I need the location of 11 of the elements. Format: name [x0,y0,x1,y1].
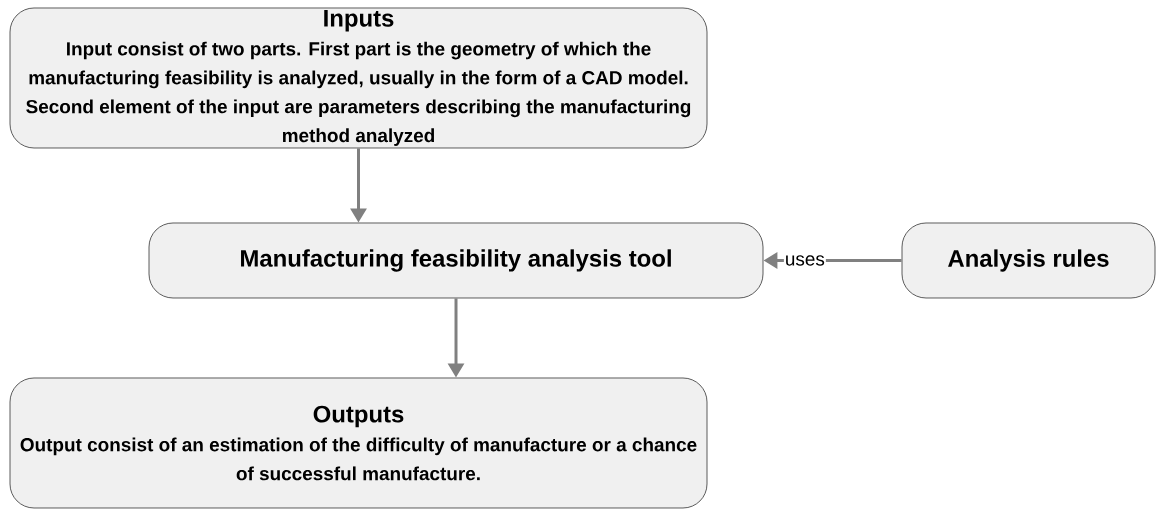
box-title: Analysis rules [948,249,1109,272]
box-title: Manufacturing feasibility analysis tool [241,249,671,272]
description-text: Input consist of two parts. First part is the geometry of which the manufacturing feasibility is analyzed, usually in the form of a CAD model. Second element of the input are parameters describing the manufacturing method analyzed [26,41,691,146]
process-box [148,222,764,299]
box-title: Inputs [324,10,394,32]
description-text: Output consist of an estimation of the difficulty of manufacture or a chance of successful manufacture. [20,437,697,481]
output-box [9,377,708,509]
input-box [9,7,708,149]
rules-box [901,222,1156,299]
edge-label: uses [786,255,825,266]
box-title: Outputs [313,405,404,428]
